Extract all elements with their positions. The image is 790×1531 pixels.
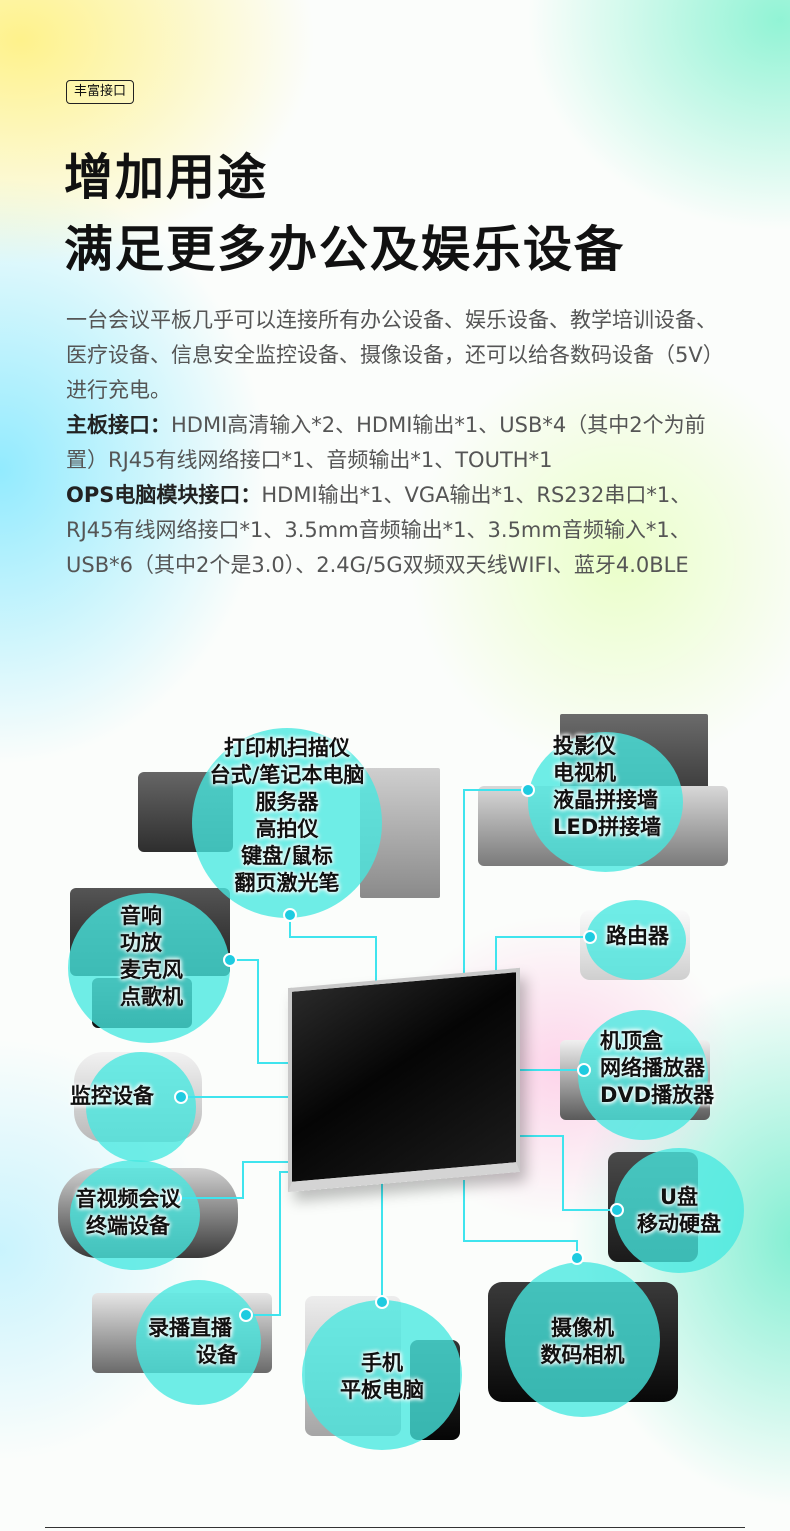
display-connector-dot: [521, 783, 535, 797]
bottom-divider: [45, 1527, 745, 1528]
audio-circle: [68, 893, 230, 1043]
office-devices-label: 打印机扫描仪台式/笔记本电脑服务器高拍仪键盘/鼠标翻页激光笔: [209, 736, 365, 895]
camera-connector-dot: [570, 1251, 584, 1265]
conference-connector-dot: [168, 1191, 182, 1205]
recording-circle: [136, 1280, 261, 1405]
ops-label: OPS电脑模块接口：: [66, 483, 262, 507]
description: 一台会议平板几乎可以连接所有办公设备、娱乐设备、教学培训设备、医疗设备、信息安全…: [66, 303, 722, 583]
phone-connector-dot: [375, 1295, 389, 1309]
mainboard-spec: 主板接口：HDMI高清输入*2、HDMI输出*1、USB*4（其中2个为前置）R…: [66, 408, 722, 478]
router-circle: [586, 900, 686, 980]
meeting-panel-screen: [288, 967, 520, 1193]
stb-connector-dot: [577, 1063, 591, 1077]
page-title-line2: 满足更多办公及娱乐设备: [64, 221, 626, 278]
audio-devices-label: 音响功放麦克风点歌机: [120, 904, 183, 1009]
page-title-line1: 增加用途: [64, 149, 269, 206]
router-connector-dot: [583, 930, 597, 944]
ops-text: HDMI输出*1、VGA输出*1、RS232串口*1、RJ45有线网络接口*1、…: [66, 483, 692, 577]
section-tag: 丰富接口: [66, 80, 135, 104]
mainboard-label: 主板接口：: [66, 413, 171, 437]
storage-devices-label: U盘移动硬盘: [637, 1185, 721, 1236]
router-devices-label: 路由器: [606, 924, 669, 948]
phone-devices-label: 手机平板电脑: [340, 1351, 424, 1402]
monitor-connector-dot: [174, 1090, 188, 1104]
audio-connector-dot: [223, 953, 237, 967]
storage-connector-dot: [610, 1203, 624, 1217]
recording-devices-label: 录播直播设备: [148, 1316, 238, 1367]
stb-circle: [578, 1010, 708, 1140]
monitor-circle: [86, 1052, 196, 1162]
monitor-devices-label: 监控设备: [70, 1084, 154, 1108]
ops-spec: OPS电脑模块接口：HDMI输出*1、VGA输出*1、RS232串口*1、RJ4…: [66, 478, 722, 583]
phone-circle: [302, 1300, 462, 1450]
office-circle: [192, 728, 382, 918]
conference-devices-label: 音视频会议终端设备: [75, 1187, 181, 1238]
recording-connector-dot: [239, 1308, 253, 1322]
office-connector-dot: [283, 908, 297, 922]
storage-circle: [614, 1148, 744, 1273]
camera-circle: [505, 1262, 660, 1417]
mainboard-text: HDMI高清输入*2、HDMI输出*1、USB*4（其中2个为前置）RJ45有线…: [66, 413, 706, 472]
display-circle: [528, 732, 683, 872]
camera-devices-label: 摄像机数码相机: [540, 1316, 625, 1367]
intro-text: 一台会议平板几乎可以连接所有办公设备、娱乐设备、教学培训设备、医疗设备、信息安全…: [66, 308, 717, 402]
conference-circle: [70, 1160, 200, 1270]
